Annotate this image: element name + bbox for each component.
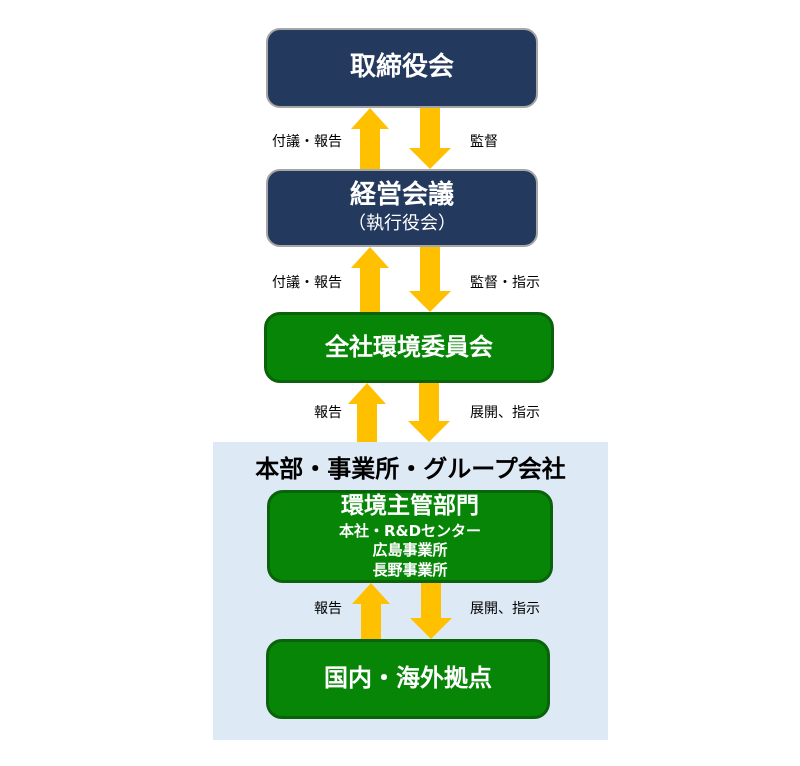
down-arrow-icon [410, 583, 452, 639]
flow-label-supervise-2: 監督・指示 [470, 275, 540, 291]
box-board-of-directors: 取締役会 [266, 28, 538, 108]
box-department-line-hiroshima: 広島事業所 [372, 541, 448, 560]
box-department-line-hq: 本社・R&Dセンター [338, 521, 482, 540]
box-domestic-overseas-sites: 国内・海外拠点 [266, 639, 550, 719]
down-arrowhead [410, 618, 452, 639]
flow-label-report-2: 付議・報告 [272, 275, 342, 291]
up-arrowhead [348, 383, 386, 404]
group-panel-title: 本部・事業所・グループ会社 [255, 455, 566, 483]
flow-label-deploy-4: 展開、指示 [470, 601, 540, 617]
flow-label-deploy-3: 展開、指示 [470, 405, 540, 421]
down-arrow-icon [409, 108, 451, 169]
arrow-shaft [420, 247, 440, 291]
box-department-line-nagano: 長野事業所 [372, 560, 448, 579]
up-arrowhead [352, 583, 390, 604]
up-arrowhead [351, 108, 389, 129]
flow-label-report-1: 付議・報告 [272, 134, 342, 150]
up-arrow-icon [348, 383, 386, 442]
up-arrow-icon [351, 108, 389, 169]
arrow-shaft [419, 383, 439, 421]
box-management-subtitle: （執行役会） [348, 213, 456, 235]
flow-label-supervise-1: 監督 [470, 134, 498, 150]
down-arrow-icon [409, 247, 451, 312]
down-arrowhead [409, 148, 451, 169]
box-department-title: 環境主管部門 [341, 492, 479, 519]
up-arrow-icon [352, 583, 390, 639]
box-board-title: 取締役会 [349, 52, 454, 83]
down-arrowhead [409, 291, 451, 312]
box-management-title: 経営会議 [349, 180, 454, 211]
flow-label-report-3: 報告 [314, 405, 342, 421]
arrow-shaft [421, 583, 441, 618]
box-environment-committee: 全社環境委員会 [264, 312, 554, 383]
box-environment-department: 環境主管部門 本社・R&Dセンター 広島事業所 長野事業所 [267, 490, 553, 583]
arrow-shaft [361, 604, 381, 639]
arrow-shaft [360, 268, 380, 312]
arrow-shaft [420, 108, 440, 148]
arrow-shaft [360, 129, 380, 169]
flow-label-report-4: 報告 [314, 601, 342, 617]
down-arrow-icon [407, 383, 451, 442]
box-management-meeting: 経営会議 （執行役会） [266, 169, 538, 247]
box-committee-title: 全社環境委員会 [325, 332, 493, 361]
arrow-shaft [357, 404, 377, 442]
up-arrowhead [351, 247, 389, 268]
down-arrowhead [408, 421, 450, 442]
box-sites-title: 国内・海外拠点 [324, 664, 492, 693]
up-arrow-icon [351, 247, 389, 312]
